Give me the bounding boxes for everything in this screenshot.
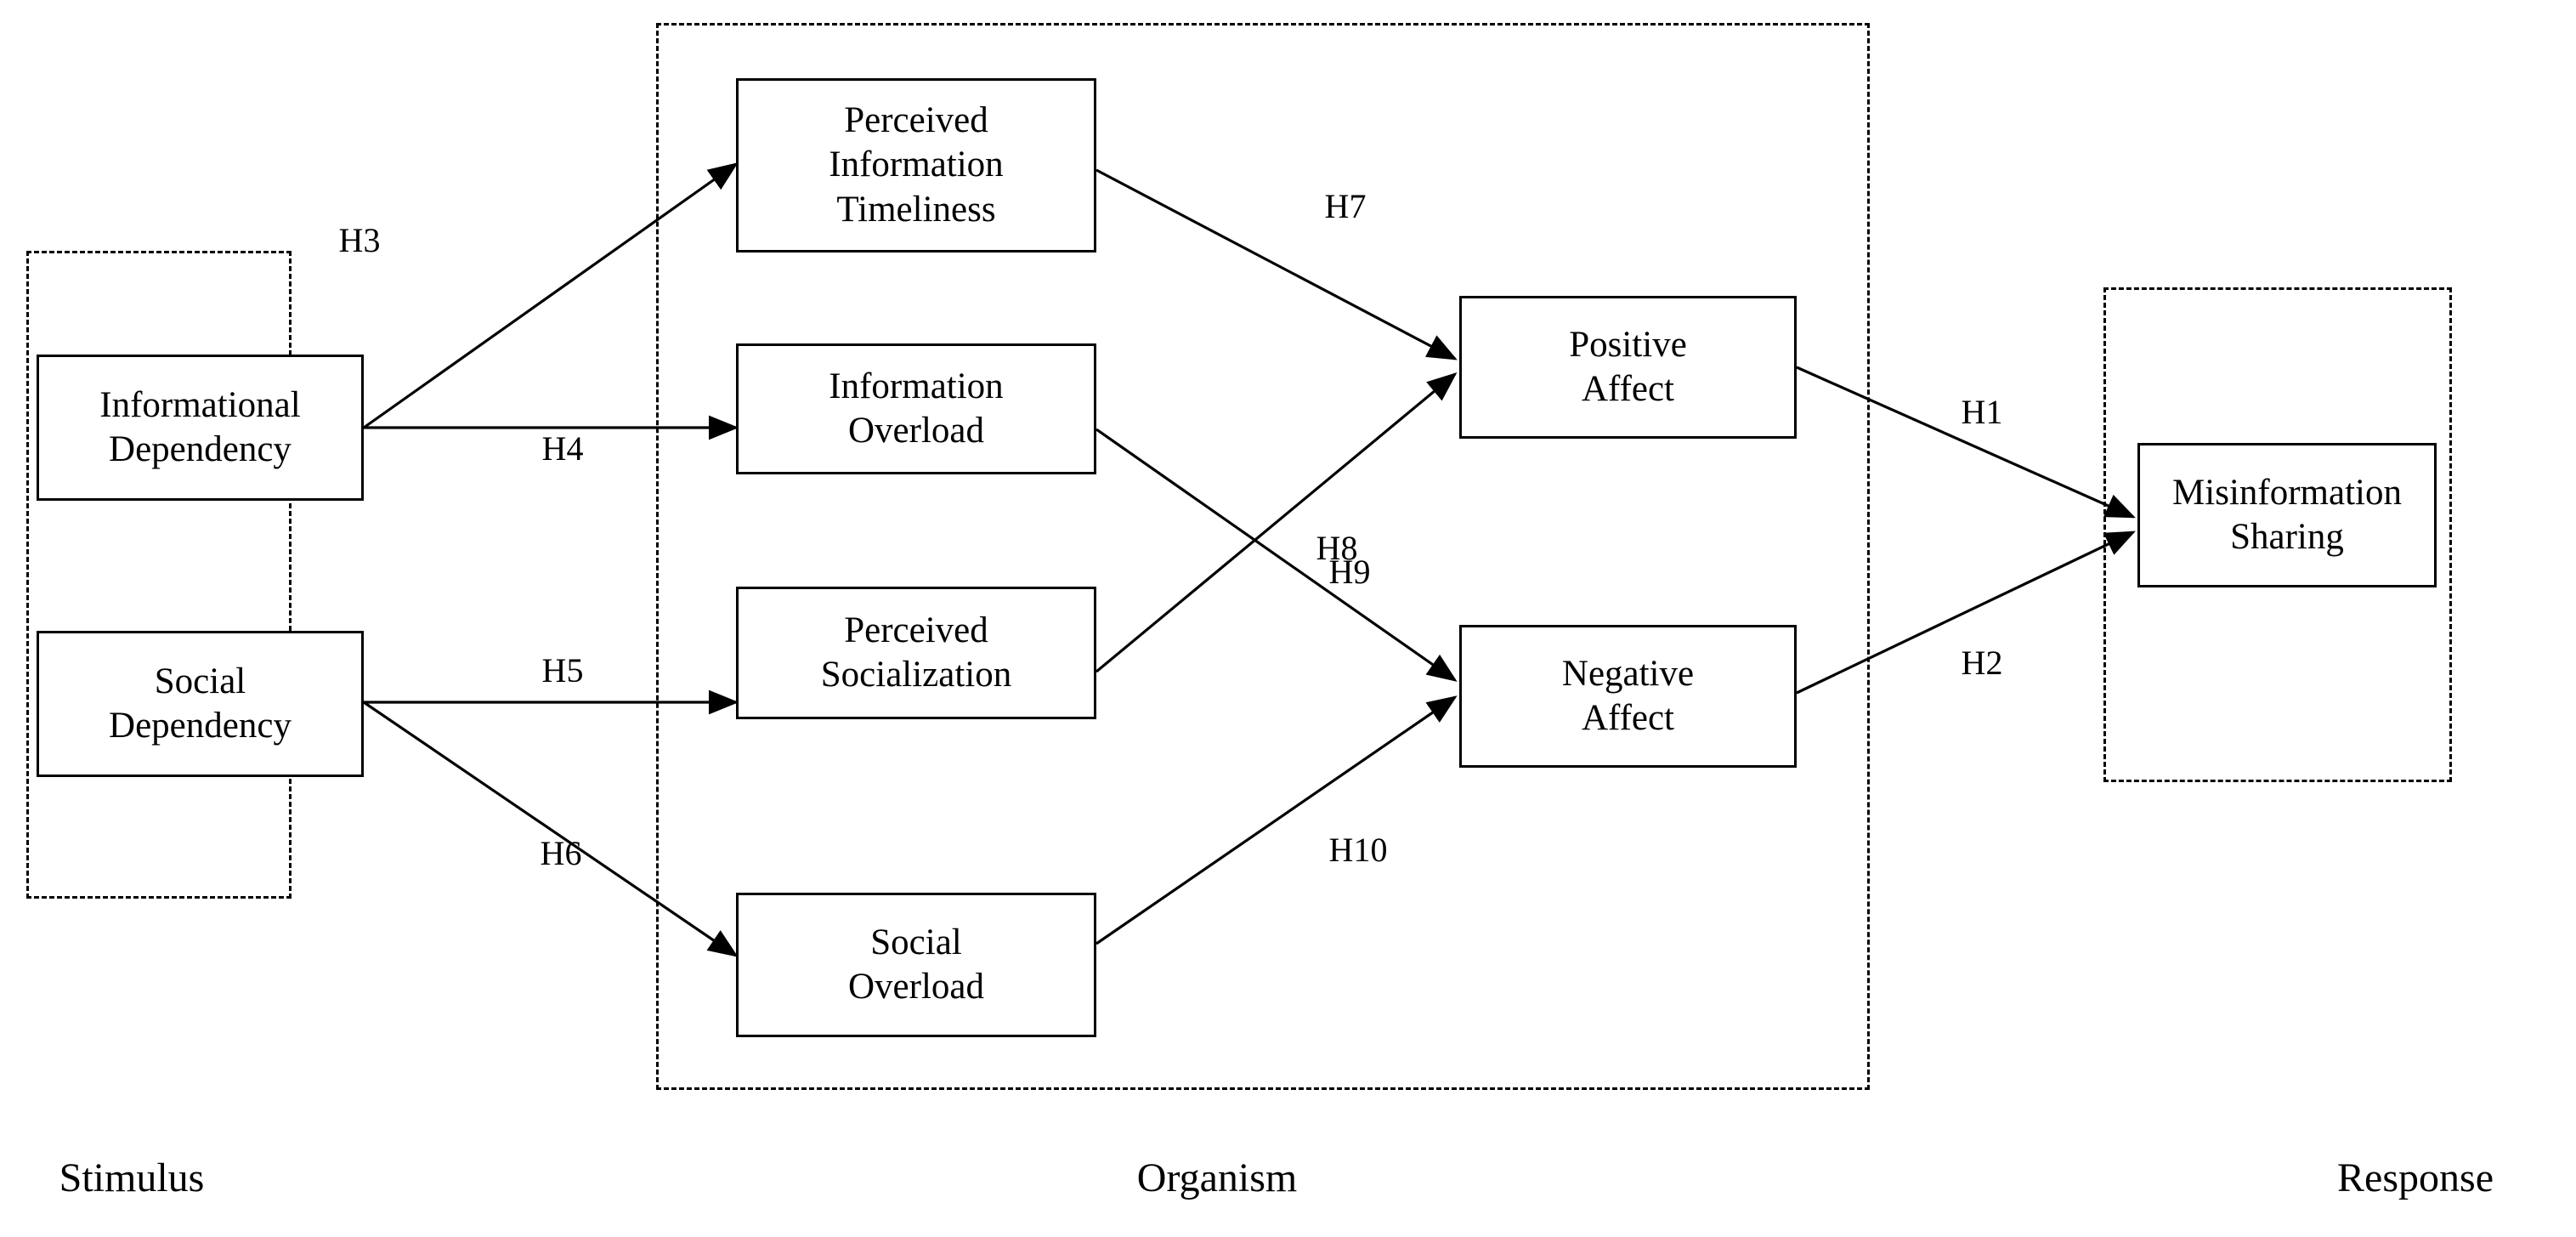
node-positive-affect: Positive Affect xyxy=(1459,296,1797,439)
node-misinformation-sharing: Misinformation Sharing xyxy=(2137,443,2437,587)
node-social-overload: Social Overload xyxy=(736,893,1096,1037)
edge-label-h4: H4 xyxy=(541,429,584,468)
node-perceived-information-timeliness: Perceived Information Timeliness xyxy=(736,78,1096,253)
edge-label-h10: H10 xyxy=(1328,831,1388,869)
node-social-dependency: Social Dependency xyxy=(37,631,364,777)
edge-line-h10 xyxy=(1096,695,1458,945)
edge-label-h7: H7 xyxy=(1324,187,1367,225)
edge-line-h6 xyxy=(363,701,739,957)
edge-line-h1 xyxy=(1796,366,2136,519)
edge-label-h3: H3 xyxy=(338,221,381,259)
edge-label-h2: H2 xyxy=(1961,644,2003,682)
edge-line-h3 xyxy=(363,162,739,429)
edge-label-h6: H6 xyxy=(540,834,582,872)
node-perceived-socialization: Perceived Socialization xyxy=(736,587,1096,719)
edge-label-h9: H9 xyxy=(1328,553,1371,591)
edge-label-h1: H1 xyxy=(1961,393,2003,431)
group-frame-organism xyxy=(656,23,1870,1090)
group-frame-stimulus xyxy=(26,251,292,899)
edge-line-h7 xyxy=(1096,168,1458,360)
caption-response: Response xyxy=(2337,1155,2494,1200)
node-informational-dependency: Informational Dependency xyxy=(37,355,364,501)
edge-line-h8 xyxy=(1095,372,1458,673)
edge-label-h5: H5 xyxy=(541,651,584,689)
caption-stimulus: Stimulus xyxy=(59,1155,205,1200)
edge-line-h2 xyxy=(1796,531,2136,695)
node-negative-affect: Negative Affect xyxy=(1459,625,1797,768)
edge-label-h8: H8 xyxy=(1316,529,1358,567)
caption-organism: Organism xyxy=(1136,1155,1298,1200)
edge-line-h9 xyxy=(1096,428,1458,682)
node-information-overload: Information Overload xyxy=(736,343,1096,474)
